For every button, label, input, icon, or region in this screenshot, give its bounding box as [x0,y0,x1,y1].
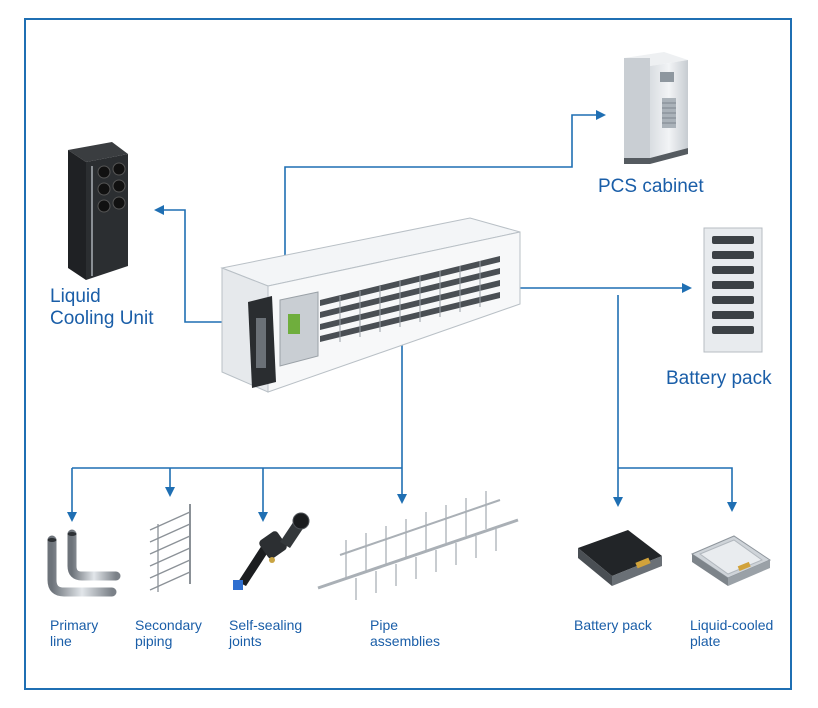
liquid-cooling-unit-image [68,142,128,280]
energy-storage-container-image [220,217,521,393]
label-primary-line: Primary line [50,617,99,650]
secondary-piping-image [149,504,191,592]
connectors [67,110,737,522]
label-self-sealing-joints: Self-sealing joints [229,617,303,650]
label-liquid-cooling-unit: Liquid Cooling Unit [50,286,154,329]
liquid-cooled-plate-image [690,535,772,586]
label-pcs-cabinet: PCS cabinet [598,176,704,197]
arrow-to-liquid-cooling-unit [154,205,252,323]
label-pipe-assemblies: Pipe assemblies [370,617,441,650]
self-sealing-joints-image [233,512,310,590]
arrow-to-pcs-cabinet [284,110,606,282]
label-battery-pack-bottom: Battery pack [574,617,652,633]
label-secondary-piping: Secondary piping [135,617,202,650]
primary-line-image [47,529,121,597]
battery-pack-module-image [578,530,662,586]
label-liquid-cooled-plate: Liquid-cooled plate [690,617,774,650]
pipe-assemblies-image [317,491,519,600]
battery-pack-rack-image [703,227,763,353]
label-battery-pack-top: Battery pack [666,368,772,389]
arrow-to-liquid-cooled-plate [618,467,737,512]
pcs-cabinet-image [624,52,688,164]
diagram-frame [24,18,792,690]
